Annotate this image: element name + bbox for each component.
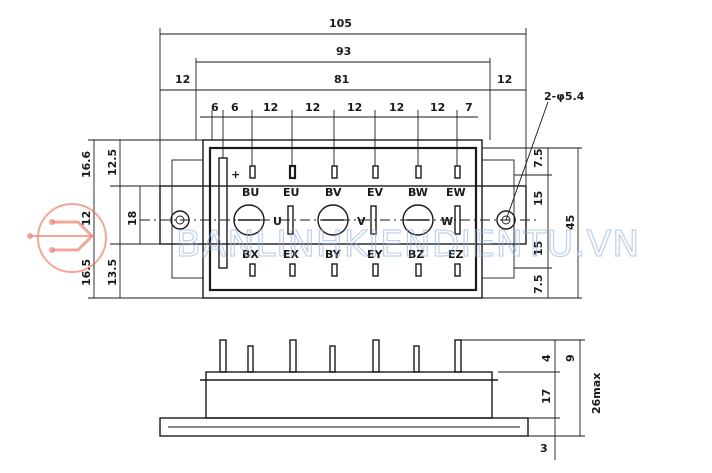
label-v: V	[357, 215, 366, 228]
watermark-text: BANLINHKIENDIENTU.VN	[176, 224, 640, 265]
dim-81: 81	[334, 73, 349, 86]
side-pin-3	[289, 339, 297, 373]
left-shoulder	[171, 159, 204, 279]
label-u: U	[273, 215, 282, 228]
dim-pitch-12a: 12	[263, 101, 278, 114]
left-dimensions: 16.6 12.5 12 18 16.5 13.5	[80, 139, 203, 299]
dim-side-3: 3	[540, 442, 548, 455]
side-body	[205, 371, 493, 419]
right-dimensions: 7.5 15 15 7.5 45	[482, 147, 582, 299]
dim-13-5: 13.5	[106, 259, 119, 286]
label-eu: EU	[283, 186, 299, 199]
pin-bz	[415, 263, 422, 277]
dim-side-26max: 26max	[590, 373, 603, 414]
dim-side-4: 4	[540, 354, 553, 362]
mounting-flange	[159, 185, 527, 245]
label-w: W	[441, 215, 453, 228]
pin-bv	[331, 165, 338, 179]
pin-ey	[372, 263, 379, 277]
pin-bw	[415, 165, 422, 179]
side-pin-7	[454, 339, 462, 373]
pin-by	[331, 263, 338, 277]
dim-15-bottom: 15	[532, 241, 545, 256]
dim-16-6: 16.6	[80, 151, 93, 178]
dim-7-5-top: 7.5	[532, 149, 545, 169]
pin-ew	[454, 165, 461, 179]
watermark: BANLINHKIENDIENTU.VN	[27, 203, 640, 273]
dim-16-5: 16.5	[80, 259, 93, 286]
pin-ez	[454, 263, 461, 277]
label-plus: +	[231, 168, 240, 181]
dim-12-right: 12	[497, 73, 512, 86]
dim-pitch-12d: 12	[389, 101, 404, 114]
pin-bx	[249, 263, 256, 277]
dim-side-17: 17	[540, 389, 553, 404]
watermark-logo-icon	[27, 203, 107, 273]
hole-callout: 2-φ5.4	[544, 90, 585, 103]
top-view: + BU EU BV EV BW EW U V W BX EX BY EY BZ…	[140, 139, 540, 299]
dim-105: 105	[329, 17, 352, 30]
side-pin-4	[329, 345, 336, 373]
dim-18: 18	[126, 211, 139, 226]
top-dimensions: 105 93 12 81 12 6 6 12 12 12 12 12 7 2-φ…	[159, 17, 585, 221]
side-pin-5	[372, 339, 380, 373]
label-ew: EW	[446, 186, 466, 199]
module-body-inner	[208, 146, 478, 292]
label-bx: BX	[242, 248, 259, 261]
dim-12: 12	[80, 211, 93, 226]
label-ey: EY	[367, 248, 384, 261]
right-shoulder	[481, 159, 515, 279]
label-by: BY	[325, 248, 342, 261]
dim-side-9: 9	[564, 354, 577, 362]
dim-pitch-8: 6	[231, 101, 239, 114]
label-ex: EX	[283, 248, 300, 261]
dim-pitch-12e: 12	[430, 101, 445, 114]
dim-45: 45	[564, 215, 577, 230]
dim-pitch-6: 6	[211, 101, 219, 114]
pin-eu	[288, 164, 297, 180]
label-bu: BU	[242, 186, 259, 199]
label-ez: EZ	[448, 248, 464, 261]
pin-ev	[372, 165, 379, 179]
dim-pitch-12b: 12	[305, 101, 320, 114]
dim-7-5-bottom: 7.5	[532, 275, 545, 295]
side-view: 4 9 17 3 26max	[159, 339, 603, 460]
dim-pitch-7: 7	[465, 101, 473, 114]
dim-12-5: 12.5	[106, 149, 119, 176]
dim-pitch-12c: 12	[347, 101, 362, 114]
dim-15-top: 15	[532, 191, 545, 206]
side-pin-6	[413, 345, 420, 373]
side-pin-1	[219, 339, 227, 373]
pin-bu	[249, 165, 256, 179]
side-pin-2	[247, 345, 254, 373]
dim-12-left: 12	[175, 73, 190, 86]
label-bz: BZ	[408, 248, 424, 261]
label-bv: BV	[325, 186, 342, 199]
label-ev: EV	[367, 186, 384, 199]
dim-93: 93	[336, 45, 351, 58]
label-bw: BW	[408, 186, 428, 199]
pin-ex	[289, 263, 296, 277]
